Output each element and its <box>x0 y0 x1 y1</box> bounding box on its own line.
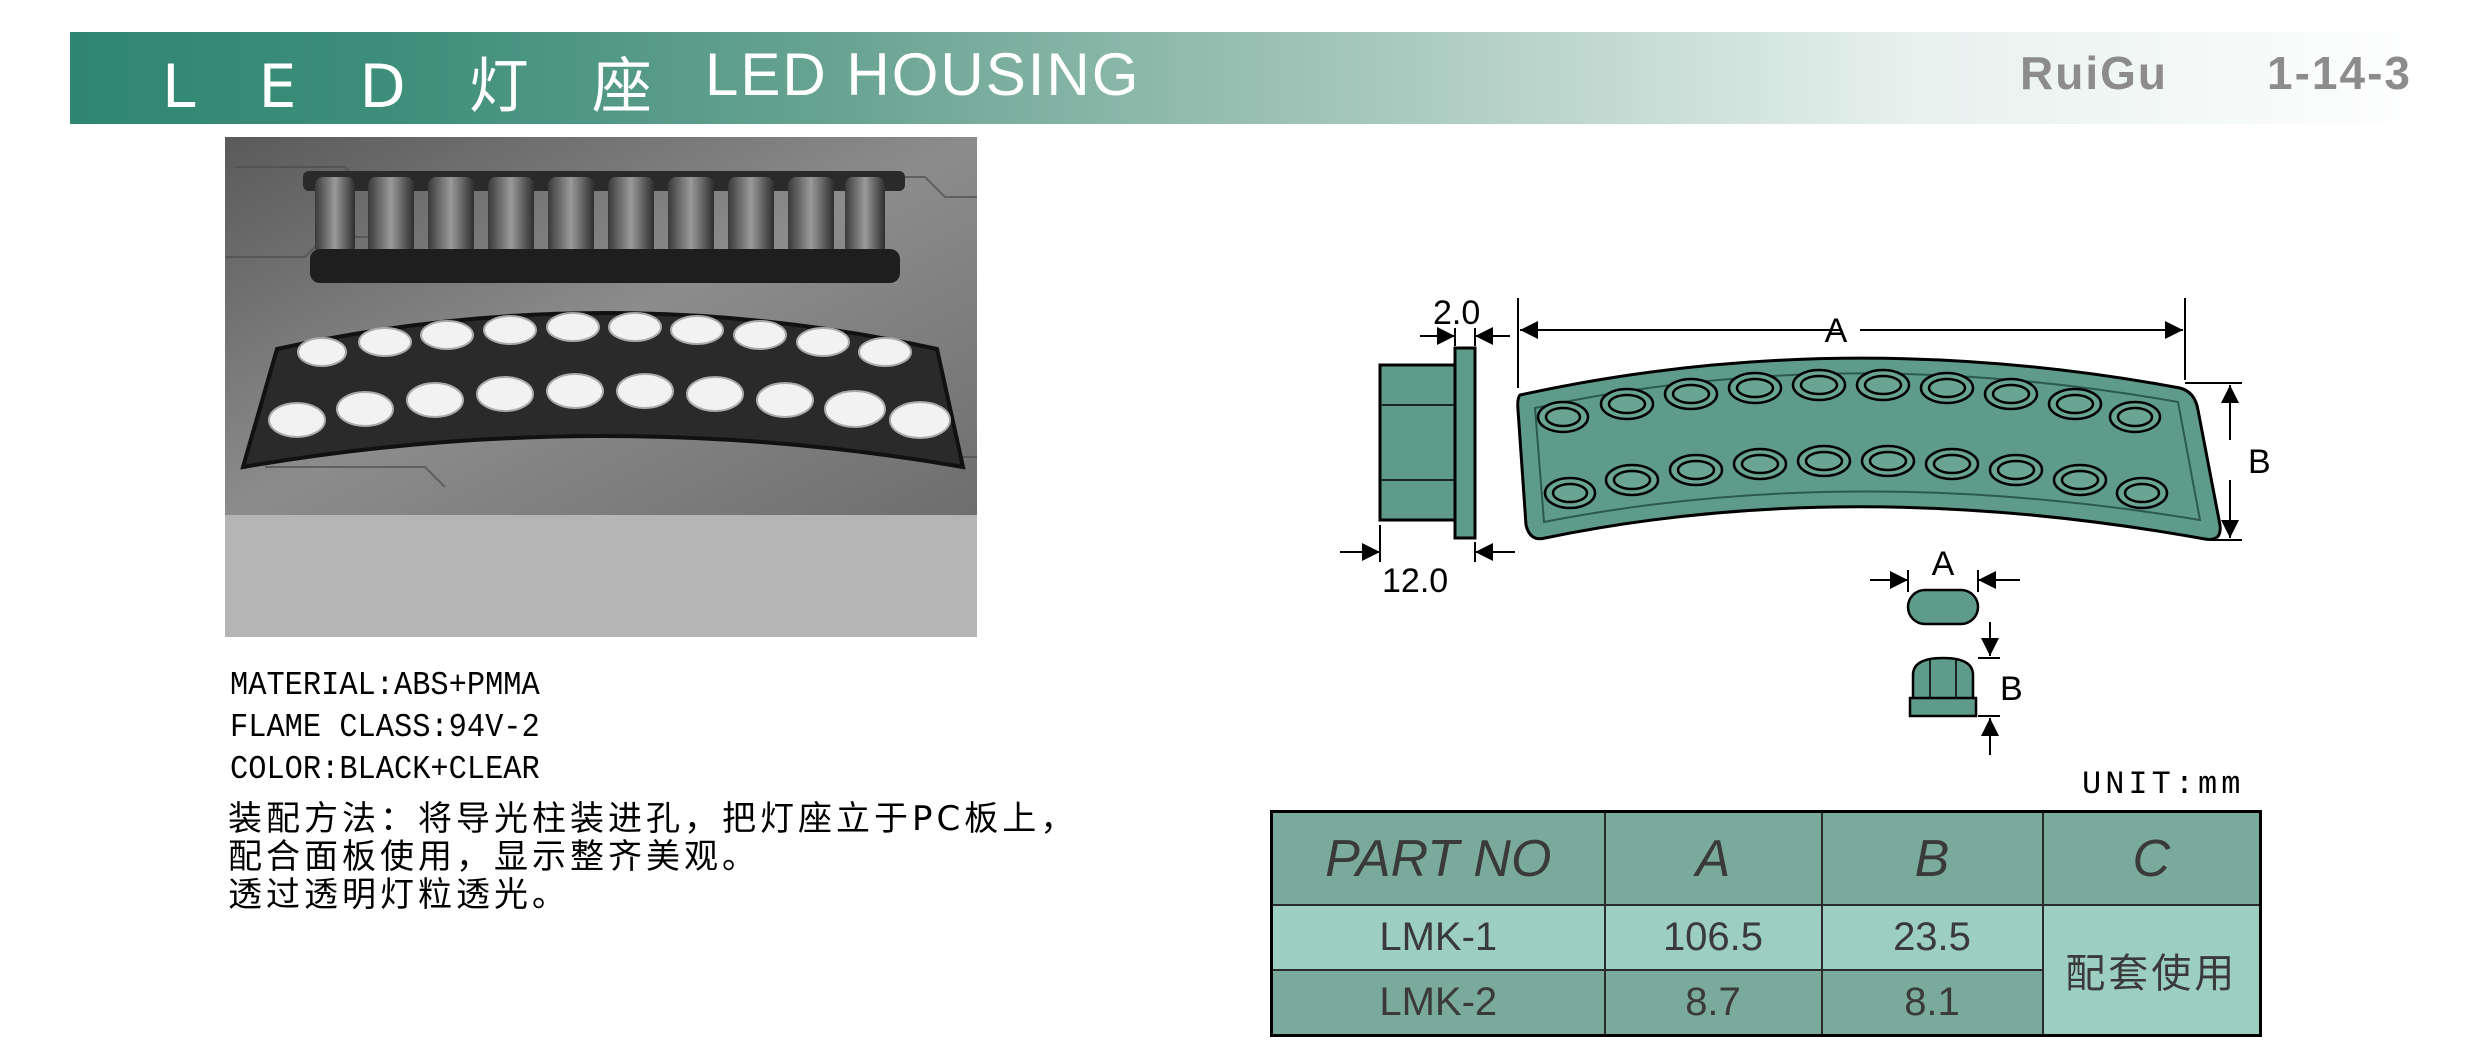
dimension-drawing: 2.0 12.0 <box>1340 294 2271 755</box>
table-header-row: PART NO A B C <box>1270 810 2262 906</box>
unit-label: UNIT:mm <box>2082 766 2245 803</box>
assembly-note-line-3: 透过透明灯粒透光。 <box>228 875 570 915</box>
cell-c: 配套使用 <box>2041 904 2262 1037</box>
header-a: A <box>1603 810 1823 906</box>
title-chinese: L E D 灯 座 <box>162 52 674 122</box>
brand-name: RuiGu <box>2020 47 2168 99</box>
dim-length-label: A <box>1825 312 1848 350</box>
cell-a: 8.7 <box>1603 969 1823 1037</box>
header-part-no: PART NO <box>1270 810 1606 906</box>
cell-a: 106.5 <box>1603 904 1823 971</box>
cell-b: 8.1 <box>1820 969 2044 1037</box>
spec-flame-class: FLAME CLASS:94V-2 <box>230 709 540 746</box>
lens-side-view: B <box>1908 622 2023 755</box>
front-view <box>1516 356 2222 541</box>
header-b: B <box>1820 810 2044 906</box>
assembly-note-line-1: 装配方法：将导光柱装进孔，把灯座立于PC板上， <box>228 799 1079 839</box>
lens-width-label: A <box>1932 545 1955 583</box>
cell-part: LMK-2 <box>1270 969 1606 1037</box>
parts-table: PART NO A B C LMK-1 106.5 23.5 配套使用 LMK-… <box>1270 810 2262 1037</box>
lens-top-view: A <box>1870 545 2020 626</box>
table-row: LMK-2 8.7 8.1 <box>1270 969 2261 1037</box>
table-row: LMK-1 106.5 23.5 配套使用 <box>1270 904 2262 1037</box>
page-number: 1-14-3 <box>2267 47 2412 99</box>
dim-height-label: B <box>2248 443 2271 481</box>
spec-color: COLOR:BLACK+CLEAR <box>230 751 540 788</box>
dim-depth-label: 12.0 <box>1382 562 1448 600</box>
cell-b: 23.5 <box>1820 904 2044 971</box>
spec-material: MATERIAL:ABS+PMMA <box>230 667 540 704</box>
header-c: C <box>2041 810 2262 906</box>
header-banner: L E D 灯 座 LED HOUSING RuiGu 1-14-3 <box>70 32 2436 124</box>
dim-thickness-label: 2.0 <box>1433 294 1480 332</box>
cell-part: LMK-1 <box>1270 904 1606 971</box>
assembly-note-line-2: 配合面板使用，显示整齐美观。 <box>228 837 760 877</box>
product-photo-illustration <box>225 137 977 637</box>
side-view <box>1378 346 1477 540</box>
product-photo <box>225 137 977 637</box>
lens-height-label: B <box>2000 670 2023 708</box>
title-english: LED HOUSING <box>705 41 1141 108</box>
